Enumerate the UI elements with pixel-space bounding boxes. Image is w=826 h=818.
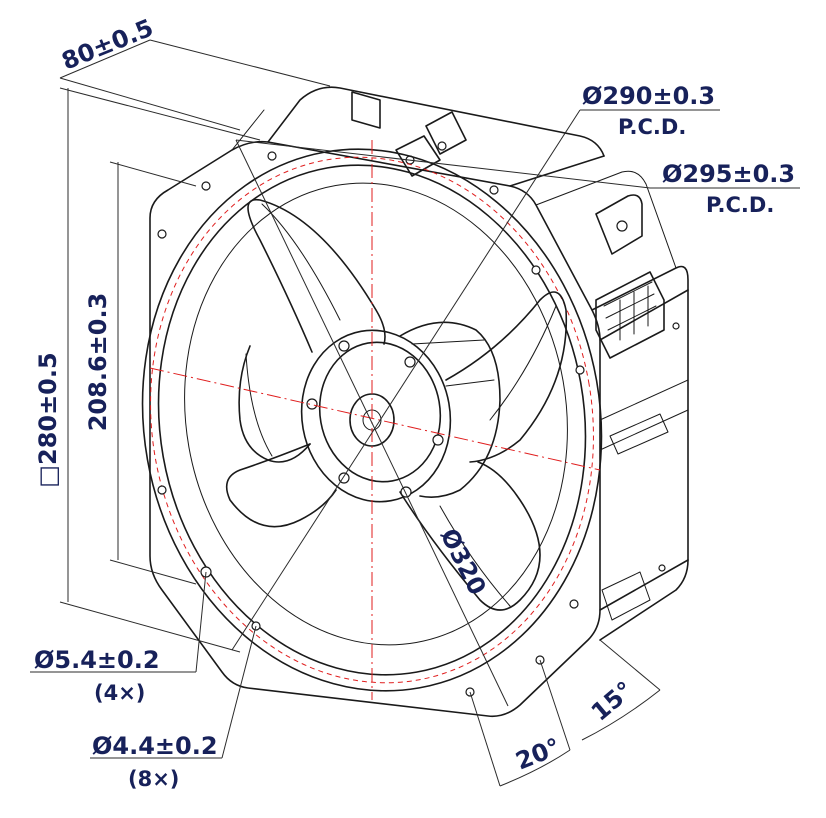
dimension-lines	[30, 39, 800, 787]
outer-square-label: □280±0.5	[34, 352, 62, 487]
fan-housing	[149, 86, 689, 718]
motor-hub	[300, 321, 501, 503]
hole-small-label: Ø4.4±0.2	[92, 732, 218, 760]
center-lines	[149, 140, 601, 700]
hole-large-count: (4×)	[94, 681, 145, 705]
pcd-290-label: Ø290±0.3	[582, 82, 715, 110]
fan-blades	[225, 198, 568, 611]
pcd-circle	[150, 156, 594, 684]
hole-large-label: Ø5.4±0.2	[34, 646, 160, 674]
venturi-ring	[141, 148, 603, 692]
pcd-295-note: P.C.D.	[706, 193, 774, 217]
pcd-295-label: Ø295±0.3	[662, 160, 795, 188]
pcd-290-note: P.C.D.	[618, 115, 686, 139]
angle-15-label: 15°	[586, 676, 639, 727]
depth-label: 80±0.5	[58, 14, 158, 76]
inner-span-label: 208.6±0.3	[84, 293, 112, 432]
angle-20-label: 20°	[512, 733, 565, 776]
blade-diameter-label: Ø320	[435, 524, 492, 600]
hole-small-count: (8×)	[128, 767, 179, 791]
